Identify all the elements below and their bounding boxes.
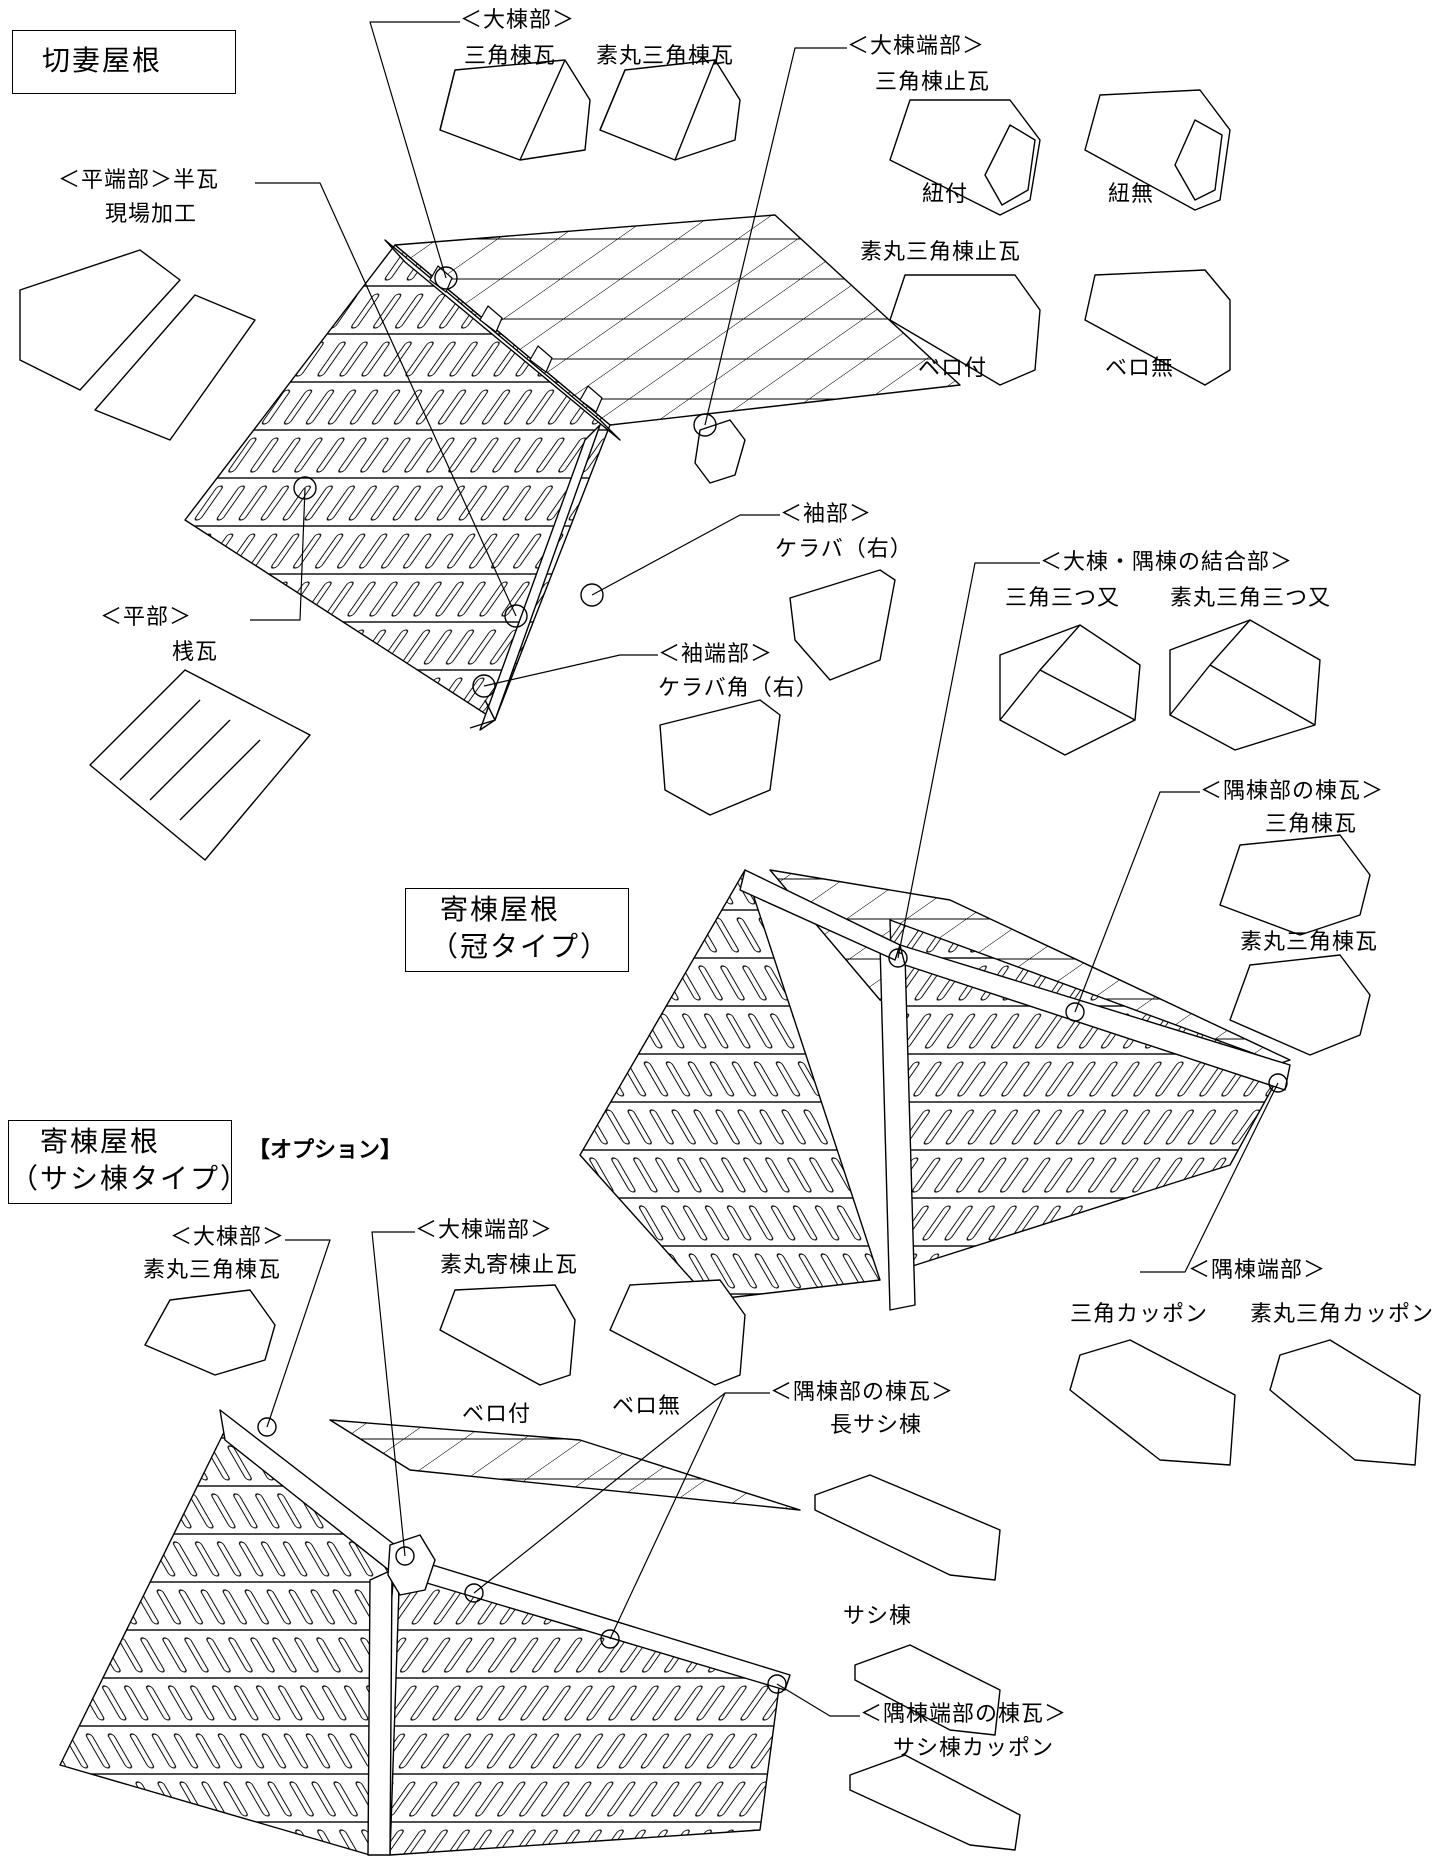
gable-with-cord: 紐付	[922, 182, 969, 207]
hip-ridge-tile-1: 三角棟瓦	[1265, 812, 1358, 837]
sashi-hip-ridge-label: ＜隅棟部の棟瓦＞	[770, 1380, 955, 1405]
hip-crown-title-line1: 寄棟屋根	[440, 893, 561, 926]
marker-junction	[888, 948, 908, 968]
marker-sashi-hip-2	[600, 1629, 620, 1649]
gable-flat-tile: 桟瓦	[172, 640, 219, 665]
gable-flat-end-note: 現場加工	[105, 202, 198, 227]
sashi-ridge-label: ＜大棟部＞	[170, 1225, 286, 1250]
sashi-ridge-end-tile: 素丸寄棟止瓦	[440, 1253, 579, 1278]
gable-front-slope	[184, 244, 611, 721]
marker-sashi-ridge-end	[395, 1546, 415, 1566]
sashi-hip-end-tile: サシ棟カッポン	[893, 1736, 1055, 1761]
gable-with-bero: ベロ付	[918, 356, 988, 381]
sashi-ridge-end-label: ＜大棟端部＞	[415, 1218, 554, 1243]
hip-end-tile-1: 三角カッポン	[1070, 1302, 1209, 1327]
hip-ridge-tile-2: 素丸三角棟瓦	[1240, 930, 1379, 955]
gable-ridge-label: ＜大棟部＞	[460, 8, 576, 33]
hip-sashi-hip-ridge-left	[367, 1569, 393, 1856]
gable-ridge-end-label: ＜大棟端部＞	[847, 34, 986, 59]
hip-sashi-title-line1: 寄棟屋根	[40, 1125, 161, 1158]
gable-flat-label: ＜平部＞	[100, 605, 193, 630]
gable-roof-drawing	[184, 214, 961, 731]
hip-crown-part-icons	[999, 619, 1421, 1466]
hip-end-label: ＜隅棟端部＞	[1188, 1258, 1327, 1283]
gable-ridge-tile-2: 素丸三角棟瓦	[595, 44, 735, 69]
hip-sashi-part-icons	[144, 1279, 1021, 1851]
junction-tile-2: 素丸三角三つ又	[1170, 586, 1332, 611]
sashi-without-bero: ベロ無	[612, 1394, 682, 1419]
marker-sashi-hip-end	[767, 1674, 787, 1694]
gable-plain-end-tile: 素丸三角棟止瓦	[860, 240, 1022, 265]
sashi-with-bero: ベロ付	[462, 1402, 532, 1427]
hip-sashi-roof-drawing	[59, 1409, 801, 1856]
hip-sashi-leaders	[266, 1231, 860, 1717]
marker-flat-end	[504, 604, 528, 628]
marker-sashi-ridge	[257, 1417, 277, 1437]
hip-sashi-title-line2: （サシ棟タイプ）	[10, 1162, 251, 1195]
marker-sleeve-end	[472, 674, 496, 698]
junction-label: ＜大棟・隅棟の結合部＞	[1040, 550, 1294, 575]
hip-crown-main-ridge	[739, 869, 901, 961]
sashi-short: サシ棟	[843, 1604, 913, 1629]
gable-without-cord: 紐無	[1108, 182, 1155, 207]
hip-sashi-back-slope	[329, 1419, 801, 1511]
hip-sashi-right-slope	[389, 1559, 781, 1856]
sashi-ridge-tile: 素丸三角棟瓦	[143, 1258, 282, 1283]
marker-sashi-hip-1	[464, 1583, 484, 1603]
gable-ridge-end	[694, 419, 746, 484]
marker-hip-ridge	[1065, 1002, 1085, 1022]
hip-crown-title-line2: （冠タイプ）	[430, 930, 611, 963]
hip-crown-roof-drawing	[579, 869, 1291, 1311]
hip-sashi-ridge-end	[387, 1534, 436, 1596]
gable-part-icons	[19, 59, 1231, 861]
marker-ridge	[434, 266, 458, 290]
hip-ridge-label: ＜隅棟部の棟瓦＞	[1200, 779, 1385, 804]
gable-leaders	[250, 21, 847, 687]
gable-sleeve-label: ＜袖部＞	[780, 502, 873, 527]
gable-sleeve-tile: ケラバ（右）	[775, 537, 913, 562]
gable-flat-end-label: ＜平端部＞半瓦	[58, 168, 220, 193]
hip-crown-leaders	[897, 562, 1279, 1273]
marker-sleeve	[580, 583, 604, 607]
hip-crown-title-box	[405, 888, 629, 972]
gable-title-box	[12, 30, 236, 94]
option-tag: 【オプション】	[248, 1138, 403, 1163]
marker-hip-end	[1268, 1073, 1288, 1093]
hip-crown-left-slope	[579, 869, 881, 1301]
gable-verge	[479, 424, 601, 731]
gable-ridge-tile-1: 三角棟瓦	[463, 44, 557, 69]
hip-end-tile-2: 素丸三角カッポン	[1250, 1302, 1435, 1327]
gable-without-bero: ベロ無	[1105, 356, 1175, 381]
sashi-hip-end-label: ＜隅棟端部の棟瓦＞	[860, 1702, 1068, 1727]
hip-crown-hip-ridge-right	[899, 944, 1291, 1091]
gable-ridge-segments	[429, 265, 603, 413]
marker-ridge-end	[693, 413, 717, 437]
sashi-long: 長サシ棟	[830, 1413, 923, 1438]
junction-tile-1: 三角三つ又	[1005, 586, 1121, 611]
hip-sashi-title-box	[8, 1120, 232, 1204]
gable-sleeve-end-label: ＜袖端部＞	[658, 642, 774, 667]
gable-title: 切妻屋根	[42, 44, 163, 77]
gable-ridge-end-tile: 三角棟止瓦	[875, 70, 991, 95]
hip-sashi-left-slope	[59, 1419, 396, 1856]
gable-sleeve-end-tile: ケラバ角（右）	[658, 676, 819, 701]
